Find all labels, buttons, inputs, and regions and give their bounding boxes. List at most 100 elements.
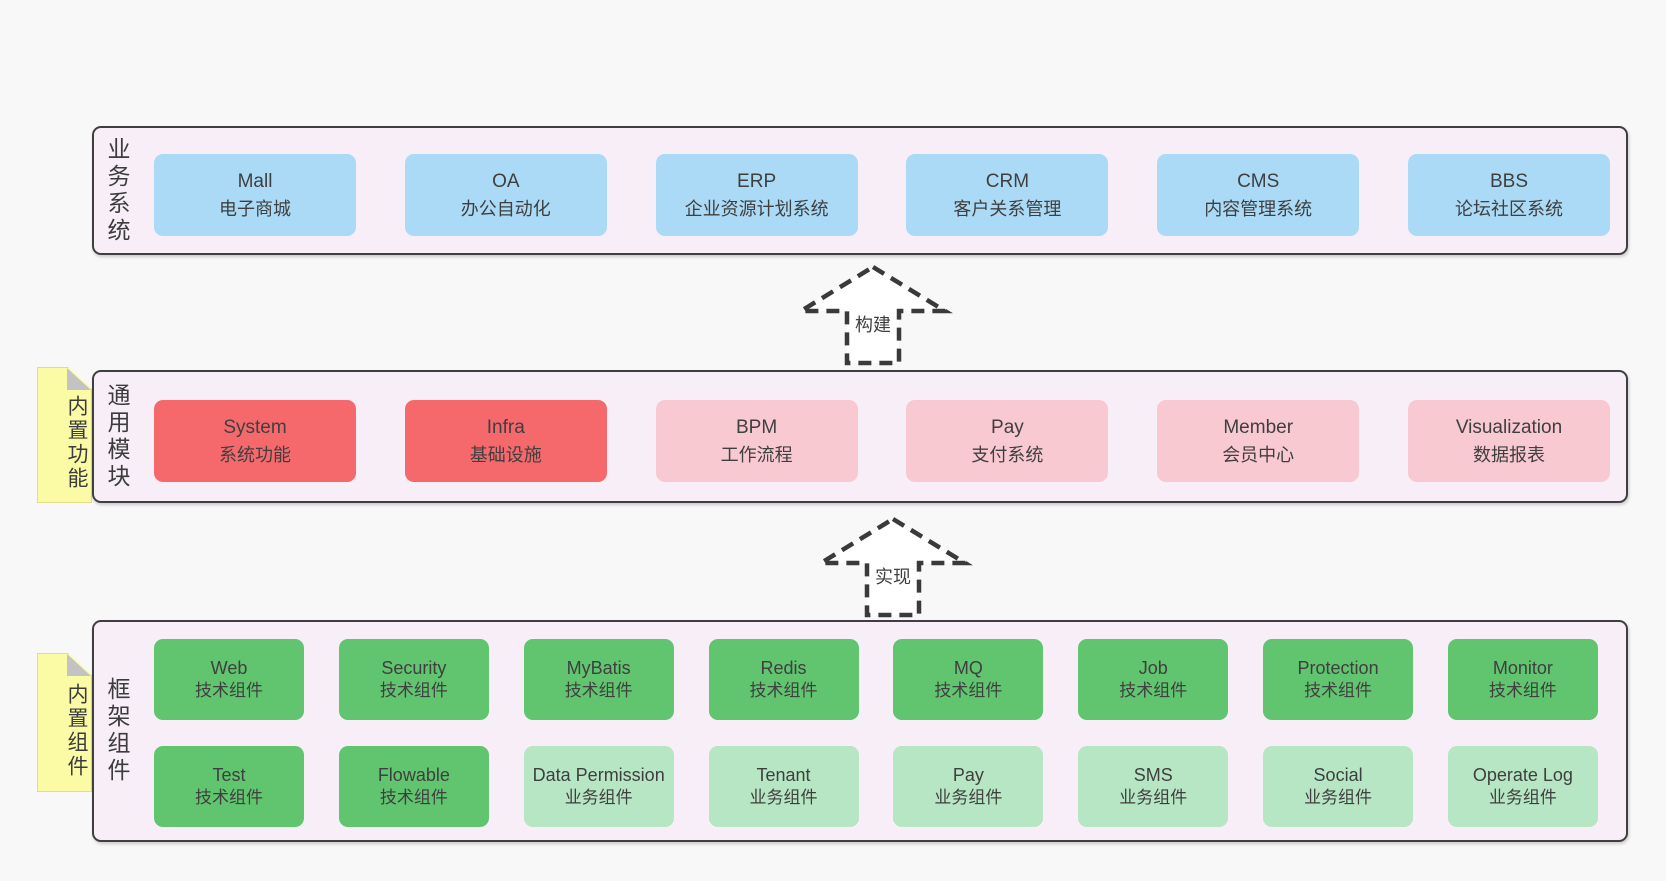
- node-subtitle: 技术组件: [564, 681, 633, 701]
- node-security: Security 技术组件: [338, 639, 489, 720]
- node-protection: Protection 技术组件: [1263, 639, 1414, 720]
- node-subtitle: 业务组件: [1488, 788, 1557, 808]
- node-title: BBS: [1489, 171, 1528, 193]
- node-subtitle: 电子商城: [219, 198, 291, 219]
- band-side-label: 框架组件: [104, 677, 130, 785]
- sticky-label: 内置组件: [65, 682, 88, 779]
- node-subtitle: 系统功能: [219, 444, 291, 465]
- node-subtitle: 技术组件: [379, 681, 448, 701]
- sticky-fold-icon: [67, 654, 91, 676]
- node-subtitle: 企业资源计划系统: [684, 198, 829, 219]
- band-side-label: 业务系统: [104, 136, 130, 245]
- node-erp: ERP 企业资源计划系统: [655, 154, 858, 236]
- node-title: Social: [1313, 764, 1363, 785]
- band-business-systems: 业务系统 Mall 电子商城 OA 办公自动化 ERP 企业资源计划系统 CRM…: [92, 126, 1628, 255]
- node-mall: Mall 电子商城: [154, 154, 356, 236]
- sticky-note-built-in-features: 内置功能: [37, 367, 92, 503]
- sticky-label: 内置功能: [65, 395, 88, 491]
- business-box-row: Mall 电子商城 OA 办公自动化 ERP 企业资源计划系统 CRM 客户关系…: [154, 154, 1610, 236]
- node-title: ERP: [737, 171, 777, 193]
- node-subtitle: 技术组件: [749, 681, 818, 701]
- node-title: Protection: [1297, 657, 1379, 678]
- node-title: Visualization: [1455, 417, 1563, 439]
- band-framework-components: 框架组件 Web 技术组件 Security 技术组件 MyBatis 技术组件…: [92, 620, 1628, 842]
- component-box-row-1: Web 技术组件 Security 技术组件 MyBatis 技术组件 Redi…: [154, 639, 1598, 720]
- node-test: Test 技术组件: [154, 746, 304, 827]
- node-title: System: [223, 417, 287, 439]
- node-title: Operate Log: [1472, 764, 1573, 785]
- node-pay: Pay 支付系统: [906, 400, 1109, 482]
- node-member: Member 会员中心: [1157, 400, 1360, 482]
- node-title: MyBatis: [566, 657, 631, 678]
- band-common-modules: 通用模块 System 系统功能 Infra 基础设施 BPM 工作流程 Pay…: [92, 370, 1628, 503]
- node-sms: SMS 业务组件: [1078, 746, 1229, 827]
- node-subtitle: 会员中心: [1222, 444, 1295, 465]
- node-title: BPM: [736, 417, 778, 439]
- node-title: Pay: [952, 764, 984, 785]
- node-subtitle: 客户关系管理: [953, 198, 1062, 219]
- node-oa: OA 办公自动化: [404, 154, 607, 236]
- node-title: OA: [492, 171, 520, 193]
- arrow-implement: 实现: [813, 516, 973, 618]
- node-subtitle: 技术组件: [934, 681, 1003, 701]
- node-bpm: BPM 工作流程: [655, 400, 858, 482]
- node-title: Job: [1138, 657, 1168, 678]
- node-subtitle: 技术组件: [379, 788, 448, 808]
- node-social: Social 业务组件: [1263, 746, 1414, 827]
- node-subtitle: 技术组件: [1304, 681, 1373, 701]
- node-title: Web: [210, 657, 248, 678]
- node-title: Member: [1223, 417, 1294, 439]
- sticky-note-built-in-components: 内置组件: [37, 653, 92, 792]
- node-title: Infra: [486, 417, 525, 439]
- node-title: Data Permission: [532, 764, 665, 785]
- node-subtitle: 技术组件: [1488, 681, 1557, 701]
- node-subtitle: 业务组件: [1119, 788, 1188, 808]
- node-cms: CMS 内容管理系统: [1157, 154, 1360, 236]
- node-job: Job 技术组件: [1078, 639, 1229, 720]
- node-flowable: Flowable 技术组件: [338, 746, 489, 827]
- node-subtitle: 技术组件: [195, 788, 263, 808]
- node-subtitle: 工作流程: [720, 444, 793, 465]
- node-subtitle: 业务组件: [1304, 788, 1373, 808]
- node-tenant: Tenant 业务组件: [708, 746, 859, 827]
- node-subtitle: 技术组件: [1119, 681, 1188, 701]
- node-title: Monitor: [1492, 657, 1553, 678]
- node-subtitle: 业务组件: [749, 788, 818, 808]
- node-system: System 系统功能: [154, 400, 356, 482]
- node-subtitle: 基础设施: [469, 444, 542, 465]
- arrow-label: 实现: [870, 562, 916, 590]
- node-crm: CRM 客户关系管理: [906, 154, 1109, 236]
- node-title: Flowable: [377, 764, 450, 785]
- node-title: Pay: [991, 417, 1024, 439]
- node-subtitle: 业务组件: [934, 788, 1003, 808]
- node-subtitle: 论坛社区系统: [1454, 198, 1563, 219]
- node-subtitle: 内容管理系统: [1204, 198, 1313, 219]
- node-mq: MQ 技术组件: [893, 639, 1044, 720]
- node-title: Tenant: [756, 764, 811, 785]
- node-title: SMS: [1133, 764, 1173, 785]
- node-mybatis: MyBatis 技术组件: [523, 639, 674, 720]
- node-subtitle: 支付系统: [971, 444, 1044, 465]
- node-data-permission: Data Permission 业务组件: [523, 746, 674, 827]
- sticky-fold-icon: [67, 368, 91, 390]
- node-pay-component: Pay 业务组件: [893, 746, 1044, 827]
- arrow-label: 构建: [850, 310, 896, 338]
- node-subtitle: 技术组件: [195, 681, 263, 701]
- node-subtitle: 办公自动化: [460, 198, 551, 219]
- component-box-row-2: Test 技术组件 Flowable 技术组件 Data Permission …: [154, 746, 1598, 827]
- node-redis: Redis 技术组件: [708, 639, 859, 720]
- node-title: Redis: [760, 657, 807, 678]
- module-box-row: System 系统功能 Infra 基础设施 BPM 工作流程 Pay 支付系统…: [154, 400, 1610, 482]
- band-side-label: 通用模块: [104, 382, 130, 491]
- node-bbs: BBS 论坛社区系统: [1407, 154, 1610, 236]
- node-title: MQ: [953, 657, 983, 678]
- node-monitor: Monitor 技术组件: [1447, 639, 1598, 720]
- arrow-build: 构建: [793, 264, 953, 366]
- node-title: Mall: [237, 171, 273, 193]
- node-title: Security: [381, 657, 447, 678]
- node-visualization: Visualization 数据报表: [1407, 400, 1610, 482]
- node-operate-log: Operate Log 业务组件: [1447, 746, 1598, 827]
- node-title: Test: [212, 764, 246, 785]
- node-title: CMS: [1237, 171, 1280, 193]
